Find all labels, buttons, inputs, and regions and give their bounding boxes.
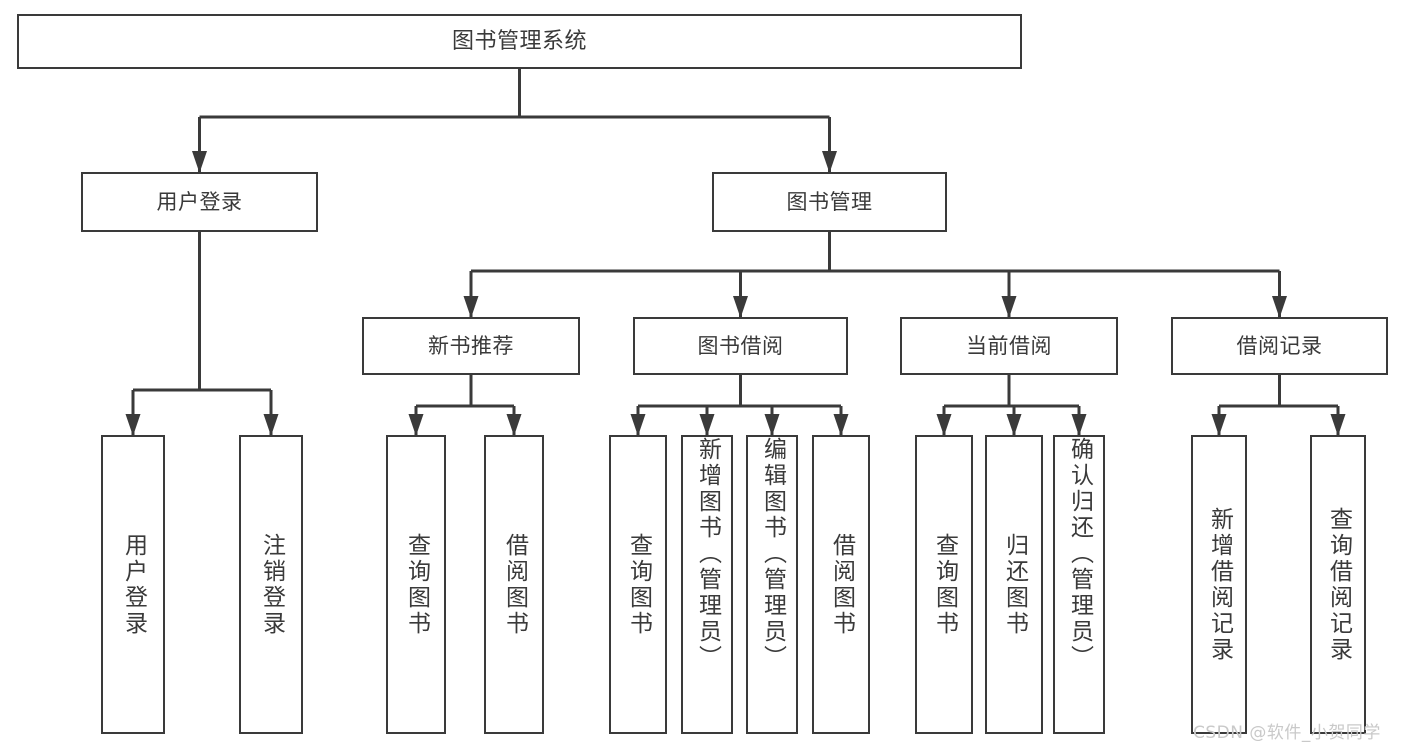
node-l2-0[interactable]: 新书推荐 [362, 317, 580, 375]
arrowhead-icon [699, 414, 715, 436]
node-label: 编辑图书（管理员） [759, 437, 786, 671]
node-leaf-3[interactable]: 借阅图书 [484, 435, 544, 734]
arrowhead-icon [263, 414, 279, 436]
arrowhead-icon [1001, 296, 1017, 318]
node-leaf-9[interactable]: 归还图书 [985, 435, 1043, 734]
node-label: 当前借阅 [966, 333, 1052, 358]
node-label: 新增图书（管理员） [694, 437, 721, 671]
node-label: 确认归还（管理员） [1066, 437, 1093, 671]
node-leaf-1[interactable]: 注销登录 [239, 435, 303, 734]
node-l2-2[interactable]: 当前借阅 [900, 317, 1118, 375]
node-label: 新书推荐 [428, 333, 514, 358]
node-leaf-4[interactable]: 查询图书 [609, 435, 667, 734]
arrowhead-icon [733, 296, 748, 318]
arrowhead-icon [463, 296, 479, 318]
node-root[interactable]: 图书管理系统 [17, 14, 1022, 69]
node-l2-3[interactable]: 借阅记录 [1171, 317, 1388, 375]
node-label: 用户登录 [120, 532, 147, 637]
node-label: 用户登录 [156, 189, 243, 214]
node-l1-0[interactable]: 用户登录 [81, 172, 318, 232]
csdn-watermark: CSDN @软件_小贺同学 [1193, 723, 1381, 743]
node-leaf-2[interactable]: 查询图书 [386, 435, 446, 734]
node-label: 借阅图书 [501, 532, 528, 637]
arrowhead-icon [822, 151, 837, 173]
node-label: 查询图书 [931, 532, 958, 637]
arrowhead-icon [125, 414, 141, 436]
node-label: 查询图书 [403, 532, 430, 637]
arrowhead-icon [833, 414, 849, 436]
arrowhead-icon [630, 414, 646, 436]
arrowhead-icon [506, 414, 522, 436]
node-l1-1[interactable]: 图书管理 [712, 172, 947, 232]
node-label: 查询借阅记录 [1325, 506, 1352, 663]
node-leaf-6[interactable]: 编辑图书（管理员） [746, 435, 798, 734]
node-label: 借阅记录 [1236, 333, 1323, 358]
node-label: 归还图书 [1001, 532, 1028, 637]
node-leaf-0[interactable]: 用户登录 [101, 435, 165, 734]
node-leaf-12[interactable]: 查询借阅记录 [1310, 435, 1366, 734]
arrowhead-icon [1330, 414, 1346, 436]
node-label: 查询图书 [625, 532, 652, 637]
node-leaf-10[interactable]: 确认归还（管理员） [1053, 435, 1105, 734]
node-label: 新增借阅记录 [1206, 506, 1233, 663]
node-label: 注销登录 [258, 532, 285, 637]
arrowhead-icon [192, 151, 207, 173]
node-label: 图书借阅 [697, 333, 784, 358]
node-label: 借阅图书 [828, 532, 855, 637]
node-label: 图书管理 [786, 189, 873, 214]
node-label: 图书管理系统 [451, 28, 587, 54]
arrowhead-icon [936, 414, 952, 436]
arrowhead-icon [1211, 414, 1227, 436]
arrowhead-icon [408, 414, 424, 436]
arrowhead-icon [1006, 414, 1022, 436]
node-leaf-11[interactable]: 新增借阅记录 [1191, 435, 1247, 734]
node-leaf-8[interactable]: 查询图书 [915, 435, 973, 734]
arrowhead-icon [1071, 414, 1087, 436]
arrowhead-icon [764, 414, 780, 436]
node-l2-1[interactable]: 图书借阅 [633, 317, 848, 375]
node-leaf-7[interactable]: 借阅图书 [812, 435, 870, 734]
arrowhead-icon [1272, 296, 1287, 318]
node-leaf-5[interactable]: 新增图书（管理员） [681, 435, 733, 734]
